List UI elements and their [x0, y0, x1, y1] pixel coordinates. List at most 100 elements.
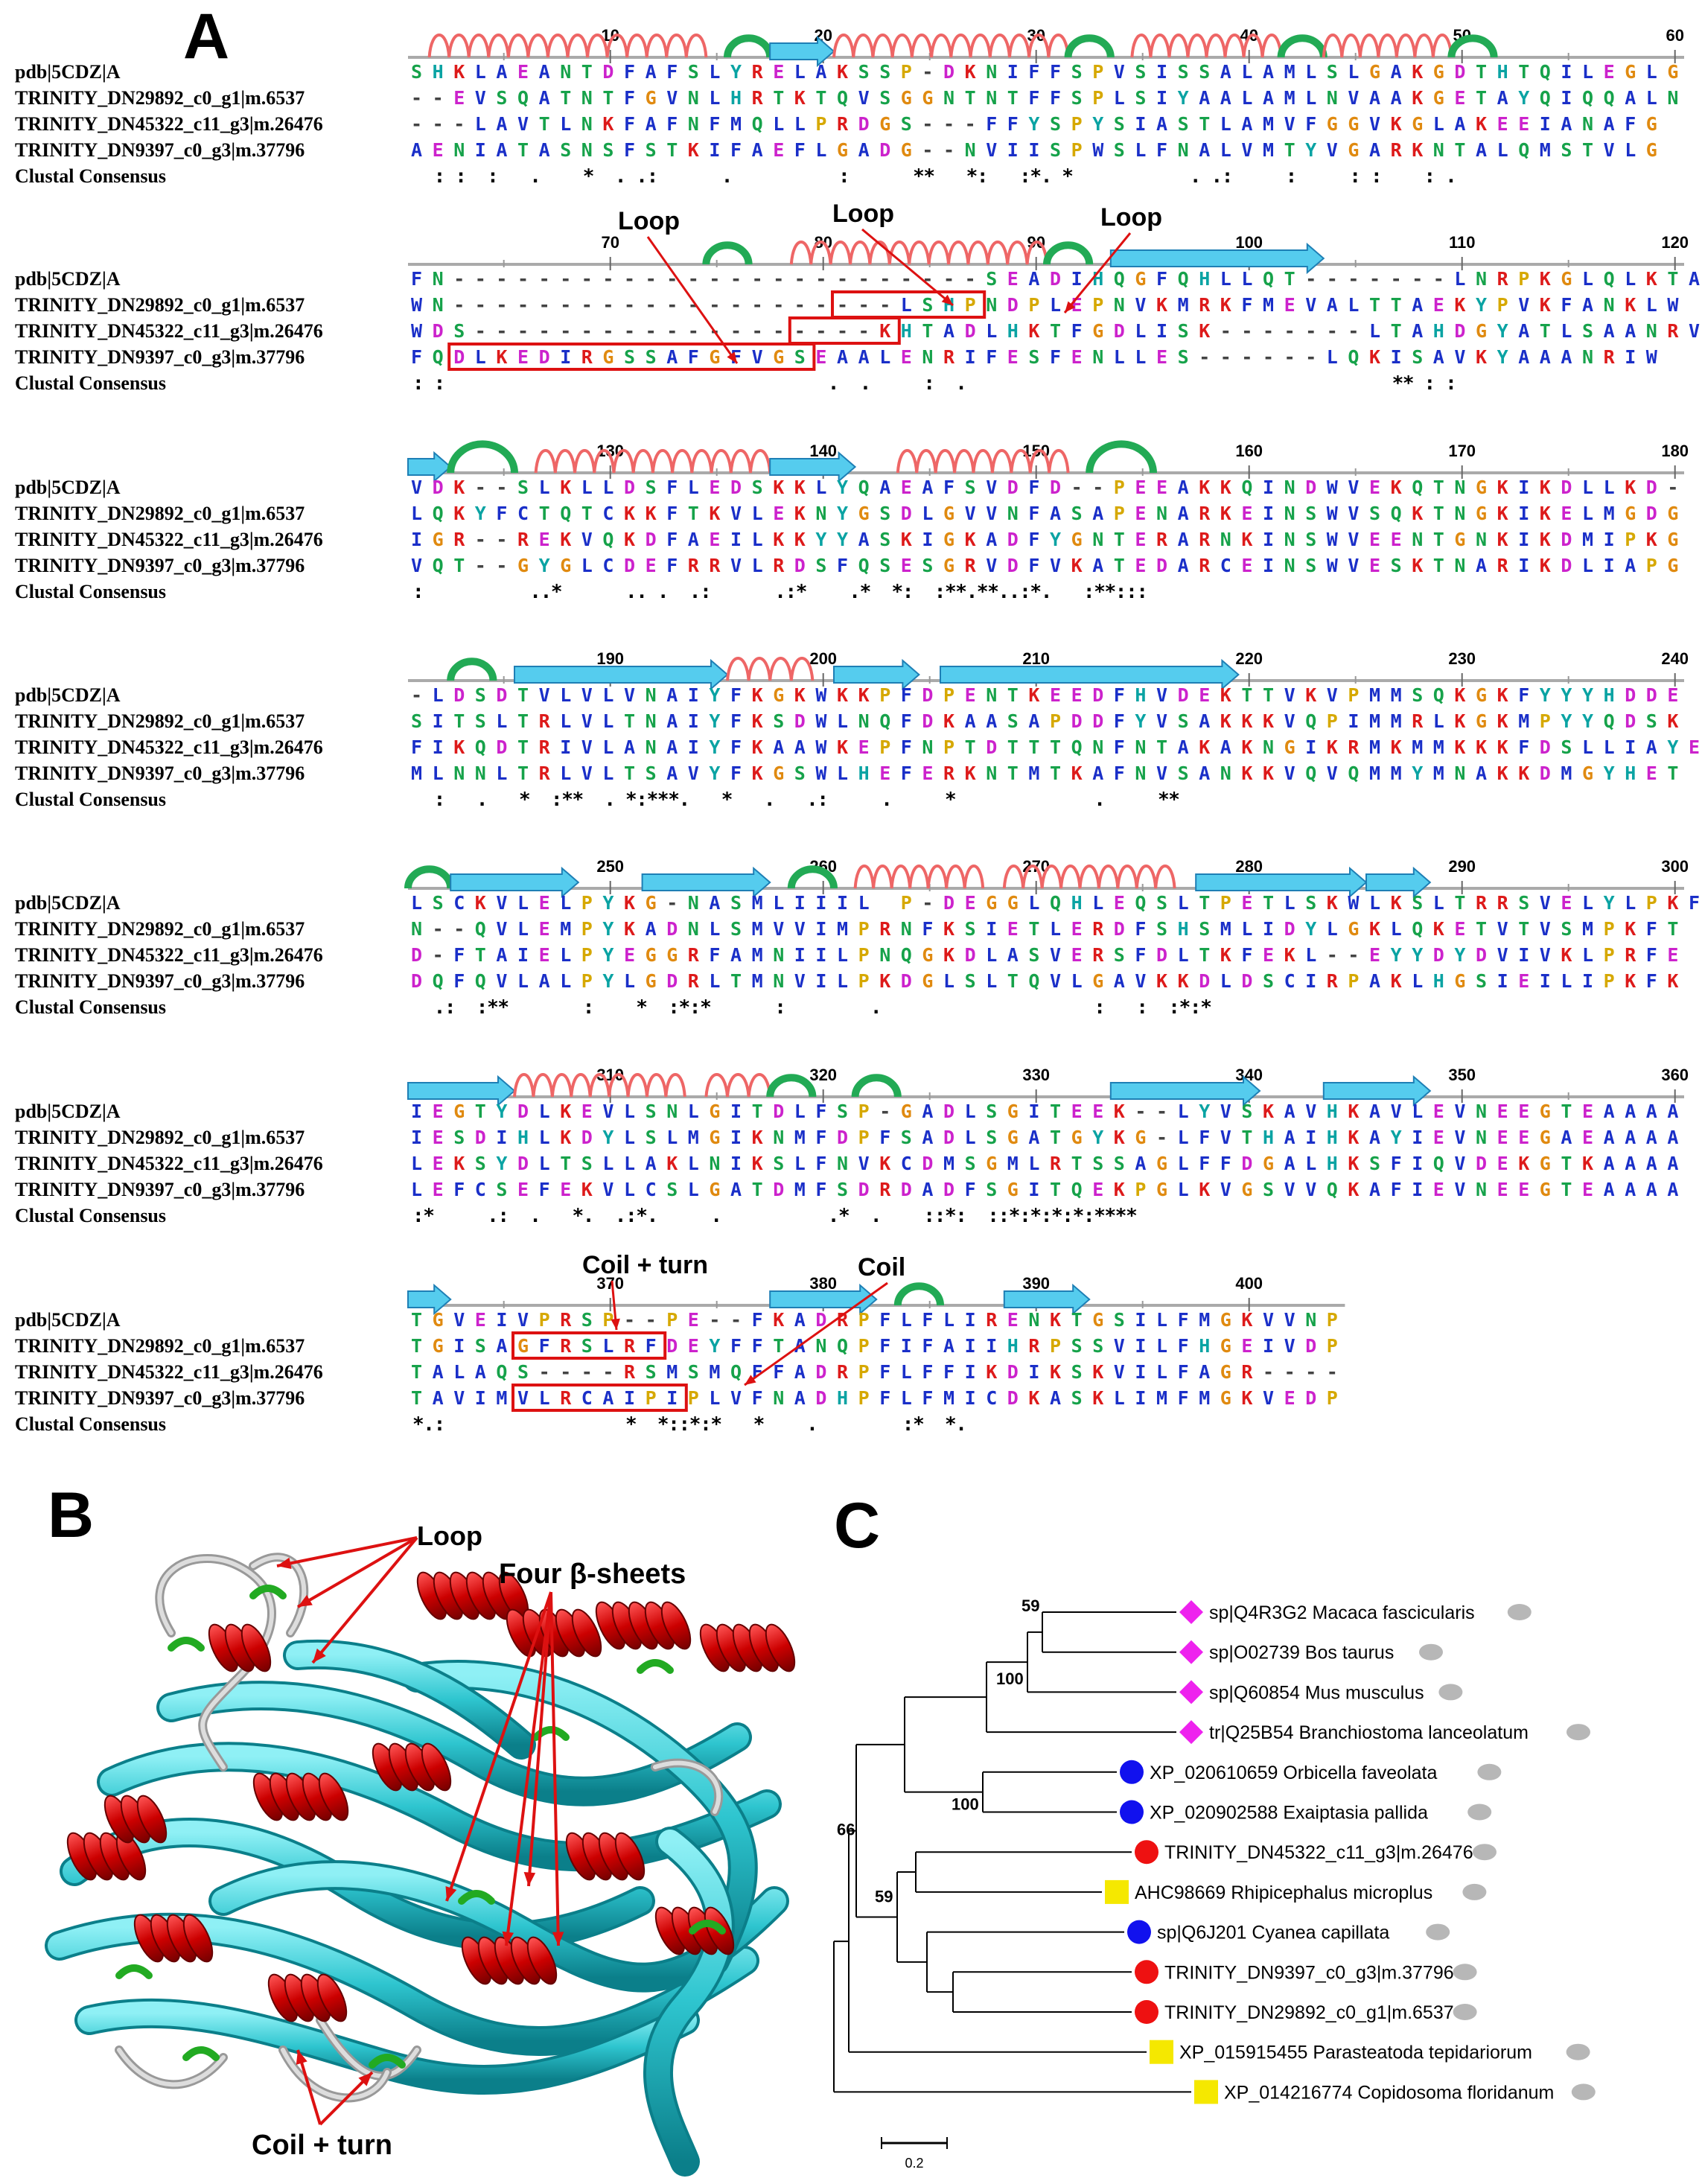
- ruler-number: 60: [1666, 26, 1683, 45]
- taxon-marker-circle: [1120, 1800, 1144, 1824]
- turn-mark: [447, 440, 518, 474]
- annotation-arrowhead: [941, 294, 953, 305]
- sheets-arrow-head: [502, 1931, 514, 1946]
- sequence-name: TRINITY_DN9397_c0_g3|m.37796: [15, 346, 305, 368]
- sheets-arrow: [527, 1591, 552, 1887]
- turn-mark: [1043, 241, 1094, 265]
- panel-label-a: A: [183, 1, 230, 72]
- sequence-name: pdb|5CDZ|A: [15, 477, 121, 498]
- helix-coil: [614, 1832, 646, 1881]
- organism-icon: [1566, 1724, 1590, 1741]
- coil-label: Coil + turn: [252, 2130, 392, 2161]
- sheets-arrow-head: [552, 1932, 564, 1946]
- sheets-arrow-head: [523, 1872, 536, 1886]
- taxon-marker-circle: [1120, 1760, 1144, 1784]
- turn-mark: [766, 1074, 817, 1098]
- turn-mark: [787, 865, 838, 889]
- strand-mark: [1109, 242, 1325, 275]
- sheets-arrow: [445, 1591, 552, 1902]
- sequence-name: TRINITY_DN9397_c0_g3|m.37796: [15, 1387, 305, 1409]
- strand-mark: [407, 1283, 452, 1316]
- turn-mark: [1086, 440, 1157, 474]
- annotation-arrowhead: [1065, 301, 1076, 313]
- sequence-name: TRINITY_DN29892_c0_g1|m.6537: [15, 1127, 305, 1148]
- coil-arrow-head: [296, 2050, 307, 2065]
- sequence-name: Clustal Consensus: [15, 581, 166, 602]
- turn-ribbon: [532, 1726, 570, 1741]
- bootstrap-value: 100: [952, 1795, 979, 1814]
- sequence-name: TRINITY_DN45322_c11_g3|m.26476: [15, 113, 323, 135]
- strand-mark: [769, 1283, 878, 1316]
- taxon-label: TRINITY_DN29892_c0_g1|m.6537: [1164, 2002, 1454, 2023]
- sequence-name: TRINITY_DN29892_c0_g1|m.6537: [15, 710, 305, 732]
- loop-label: Loop: [417, 1521, 482, 1551]
- sheets-arrow: [505, 1591, 552, 1946]
- taxon-label: sp|Q6J201 Cyanea capillata: [1157, 1923, 1389, 1943]
- taxon-marker-diamond: [1179, 1720, 1203, 1745]
- organism-icon: [1473, 1844, 1497, 1861]
- helix-mark: [1002, 865, 1176, 889]
- taxon-label: XP_014216774 Copidosoma floridanum: [1224, 2082, 1554, 2103]
- helix-mark: [534, 449, 772, 474]
- ruler-number: 220: [1235, 649, 1263, 668]
- ruler-number: 170: [1448, 442, 1476, 460]
- helix-coil: [421, 1742, 452, 1792]
- taxon-marker-circle: [1135, 2000, 1158, 2024]
- ruler-number: 230: [1448, 649, 1476, 668]
- taxon-label: sp|Q4R3G2 Macaca fascicularis: [1209, 1602, 1475, 1623]
- helix-coil: [660, 1601, 692, 1650]
- annotation-arrow: [744, 1282, 888, 1387]
- loop-ribbon-highlight: [251, 1555, 307, 1635]
- sequence-name: Clustal Consensus: [15, 1205, 166, 1226]
- sequence-name: TRINITY_DN45322_c11_g3|m.26476: [15, 529, 323, 550]
- sequence-name: TRINITY_DN45322_c11_g3|m.26476: [15, 1361, 323, 1383]
- ruler-number: 100: [1235, 233, 1263, 252]
- loop-arrow: [311, 1536, 418, 1664]
- highlight-box: [511, 1384, 688, 1412]
- helix-mark: [1130, 34, 1283, 58]
- structure-panel: Loop Four β-sheets Coil + turn: [45, 1521, 796, 2177]
- sequence-residues: TGISAGFRSLRFDEYFFTANQPFIFAIIHRPSSVILFHGE…: [411, 1335, 1338, 1357]
- sequence-name: pdb|5CDZ|A: [15, 1309, 121, 1331]
- ruler-number: 160: [1235, 442, 1263, 460]
- panel-label-c: C: [834, 1490, 881, 1561]
- taxon-marker-diamond: [1179, 1640, 1203, 1664]
- loop-arrow-head: [313, 1648, 326, 1663]
- strand-mark: [450, 866, 580, 899]
- strand-mark: [641, 866, 771, 899]
- strand-mark: [407, 1075, 516, 1107]
- loop-arrow-head: [298, 1595, 313, 1607]
- taxon-label: TRINITY_DN9397_c0_g3|m.37796: [1164, 1962, 1454, 1983]
- helix-mark: [513, 1073, 686, 1098]
- strand-mark: [1003, 1283, 1091, 1316]
- turn-mark: [447, 658, 497, 681]
- sheets-arrow: [549, 1591, 560, 1946]
- panel-label-b: B: [48, 1480, 95, 1551]
- strand-ribbon: [211, 1863, 786, 1990]
- turn-ribbon: [637, 1659, 674, 1674]
- turn-ribbon: [249, 1585, 287, 1599]
- helix-mark: [789, 241, 1048, 265]
- scale-bar-label: 0.2: [905, 2156, 923, 2171]
- sequence-residues: WDS-------------------KHTADLHKTFGDLISK--…: [411, 320, 1702, 342]
- turn-mark: [1277, 34, 1328, 58]
- taxon-marker-diamond: [1179, 1600, 1203, 1624]
- sequence-name: Clustal Consensus: [15, 1413, 166, 1435]
- sequence-name: Clustal Consensus: [15, 996, 166, 1018]
- sequence-name: pdb|5CDZ|A: [15, 892, 121, 914]
- ruler-number: 300: [1661, 857, 1689, 876]
- coil-arrow-head: [358, 2072, 372, 2086]
- loop-ribbon-highlight: [157, 1556, 274, 1769]
